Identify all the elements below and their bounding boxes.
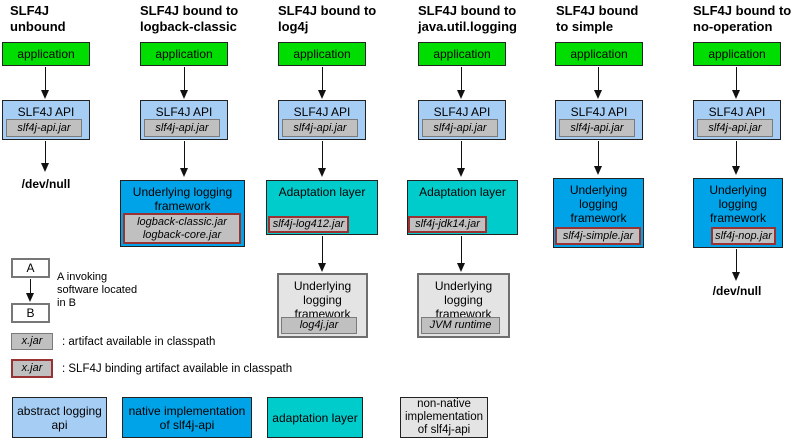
flow-arrow <box>457 67 466 99</box>
underlying-framework-box: Underlying logging framework slf4j-simpl… <box>553 178 644 248</box>
log4j-jar: log4j.jar <box>281 317 357 334</box>
flow-arrow <box>732 67 741 99</box>
logback-jars: logback-classic.jar logback-core.jar <box>123 213 241 244</box>
arrowhead-icon <box>26 293 34 302</box>
slf4j-api-jar: slf4j-api.jar <box>144 119 220 137</box>
slf4j-api-jar: slf4j-api.jar <box>6 119 82 137</box>
underlying-framework-box: Underlying logging framework logback-cla… <box>120 180 245 247</box>
slf4j-api-jar: slf4j-api.jar <box>559 119 635 137</box>
arrowhead-icon <box>457 263 465 272</box>
flow-arrow <box>318 236 327 272</box>
column-title-nop: SLF4J bound to no-operation <box>693 3 792 34</box>
arrowhead-icon <box>41 163 49 172</box>
legend-adaptation-box: adaptation layer <box>267 397 363 438</box>
column-title-log4j: SLF4J bound to log4j <box>278 3 377 34</box>
legend-binding-box: x.jar <box>11 359 53 378</box>
slf4j-api-jar: slf4j-api.jar <box>697 119 773 137</box>
devnull-label: /dev/null <box>712 284 762 298</box>
slf4j-api-box: SLF4J API slf4j-api.jar <box>555 100 643 140</box>
slf4j-api-box: SLF4J API slf4j-api.jar <box>2 100 90 140</box>
arrowhead-icon <box>318 263 326 272</box>
column-title-simple: SLF4J bound to simple <box>556 3 639 34</box>
devnull-label: /dev/null <box>21 177 71 191</box>
jvm-runtime-jar: JVM runtime <box>421 317 500 334</box>
slf4j-api-jar: slf4j-api.jar <box>282 119 358 137</box>
column-title-jul: SLF4J bound to java.util.logging <box>418 3 517 34</box>
column-title-unbound: SLF4J unbound <box>10 3 66 34</box>
underlying-framework-box: Underlying logging framework log4j.jar <box>277 273 368 338</box>
arrowhead-icon <box>732 272 740 281</box>
underlying-framework-box: Underlying logging framework slf4j-nop.j… <box>693 178 783 248</box>
arrowhead-icon <box>318 168 326 177</box>
flow-arrow <box>180 67 189 99</box>
flow-arrow <box>180 141 189 177</box>
flow-arrow <box>457 236 466 272</box>
arrowhead-icon <box>41 90 49 99</box>
legend-binding-caption: : SLF4J binding artifact available in cl… <box>62 363 293 375</box>
legend-artifact-caption: : artifact available in classpath <box>62 336 216 348</box>
arrowhead-icon <box>180 90 188 99</box>
underlying-framework-box: Underlying logging framework JVM runtime <box>417 273 510 338</box>
flow-arrow <box>41 141 50 172</box>
legend-non-native-box: non-native implementation of slf4j-api <box>400 397 488 438</box>
application-box: application <box>140 42 228 66</box>
arrowhead-icon <box>457 168 465 177</box>
slf4j-nop-jar: slf4j-nop.jar <box>711 227 776 245</box>
application-box: application <box>418 42 506 66</box>
arrowhead-icon <box>594 90 602 99</box>
legend-ab-caption: A invoking software located in B <box>57 271 138 309</box>
arrowhead-icon <box>457 90 465 99</box>
flow-arrow <box>732 141 741 175</box>
legend-a-box: A <box>11 258 50 278</box>
flow-arrow <box>41 67 50 99</box>
slf4j-api-box: SLF4J API slf4j-api.jar <box>418 100 506 140</box>
legend-artifact-box: x.jar <box>11 333 53 350</box>
flow-arrow <box>318 67 327 99</box>
arrowhead-icon <box>732 90 740 99</box>
legend-abstract-api-box: abstract logging api <box>12 397 107 438</box>
application-box: application <box>2 42 90 66</box>
column-title-logback: SLF4J bound to logback-classic <box>140 3 239 34</box>
arrowhead-icon <box>180 168 188 177</box>
flow-arrow <box>594 67 603 99</box>
slf4j-api-jar: slf4j-api.jar <box>422 119 498 137</box>
flow-arrow <box>457 141 466 177</box>
application-box: application <box>693 42 781 66</box>
adaptation-layer-box: Adaptation layer slf4j-jdk14.jar <box>407 180 518 235</box>
adaptation-jar: slf4j-jdk14.jar <box>408 216 487 233</box>
application-box: application <box>555 42 643 66</box>
legend-b-box: B <box>11 303 50 323</box>
adaptation-layer-box: Adaptation layer slf4j-log412.jar <box>266 180 378 235</box>
flow-arrow <box>732 249 741 281</box>
application-box: application <box>278 42 366 66</box>
arrowhead-icon <box>594 166 602 175</box>
slf4j-api-box: SLF4J API slf4j-api.jar <box>140 100 228 140</box>
adaptation-jar: slf4j-log412.jar <box>268 216 349 233</box>
legend-native-impl-box: native implementation of slf4j-api <box>122 397 252 438</box>
slf4j-api-box: SLF4J API slf4j-api.jar <box>278 100 366 140</box>
arrowhead-icon <box>732 166 740 175</box>
legend-arrow <box>26 279 35 302</box>
arrowhead-icon <box>318 90 326 99</box>
slf4j-api-box: SLF4J API slf4j-api.jar <box>693 100 781 140</box>
flow-arrow <box>318 141 327 177</box>
slf4j-simple-jar: slf4j-simple.jar <box>555 227 641 245</box>
flow-arrow <box>594 141 603 175</box>
